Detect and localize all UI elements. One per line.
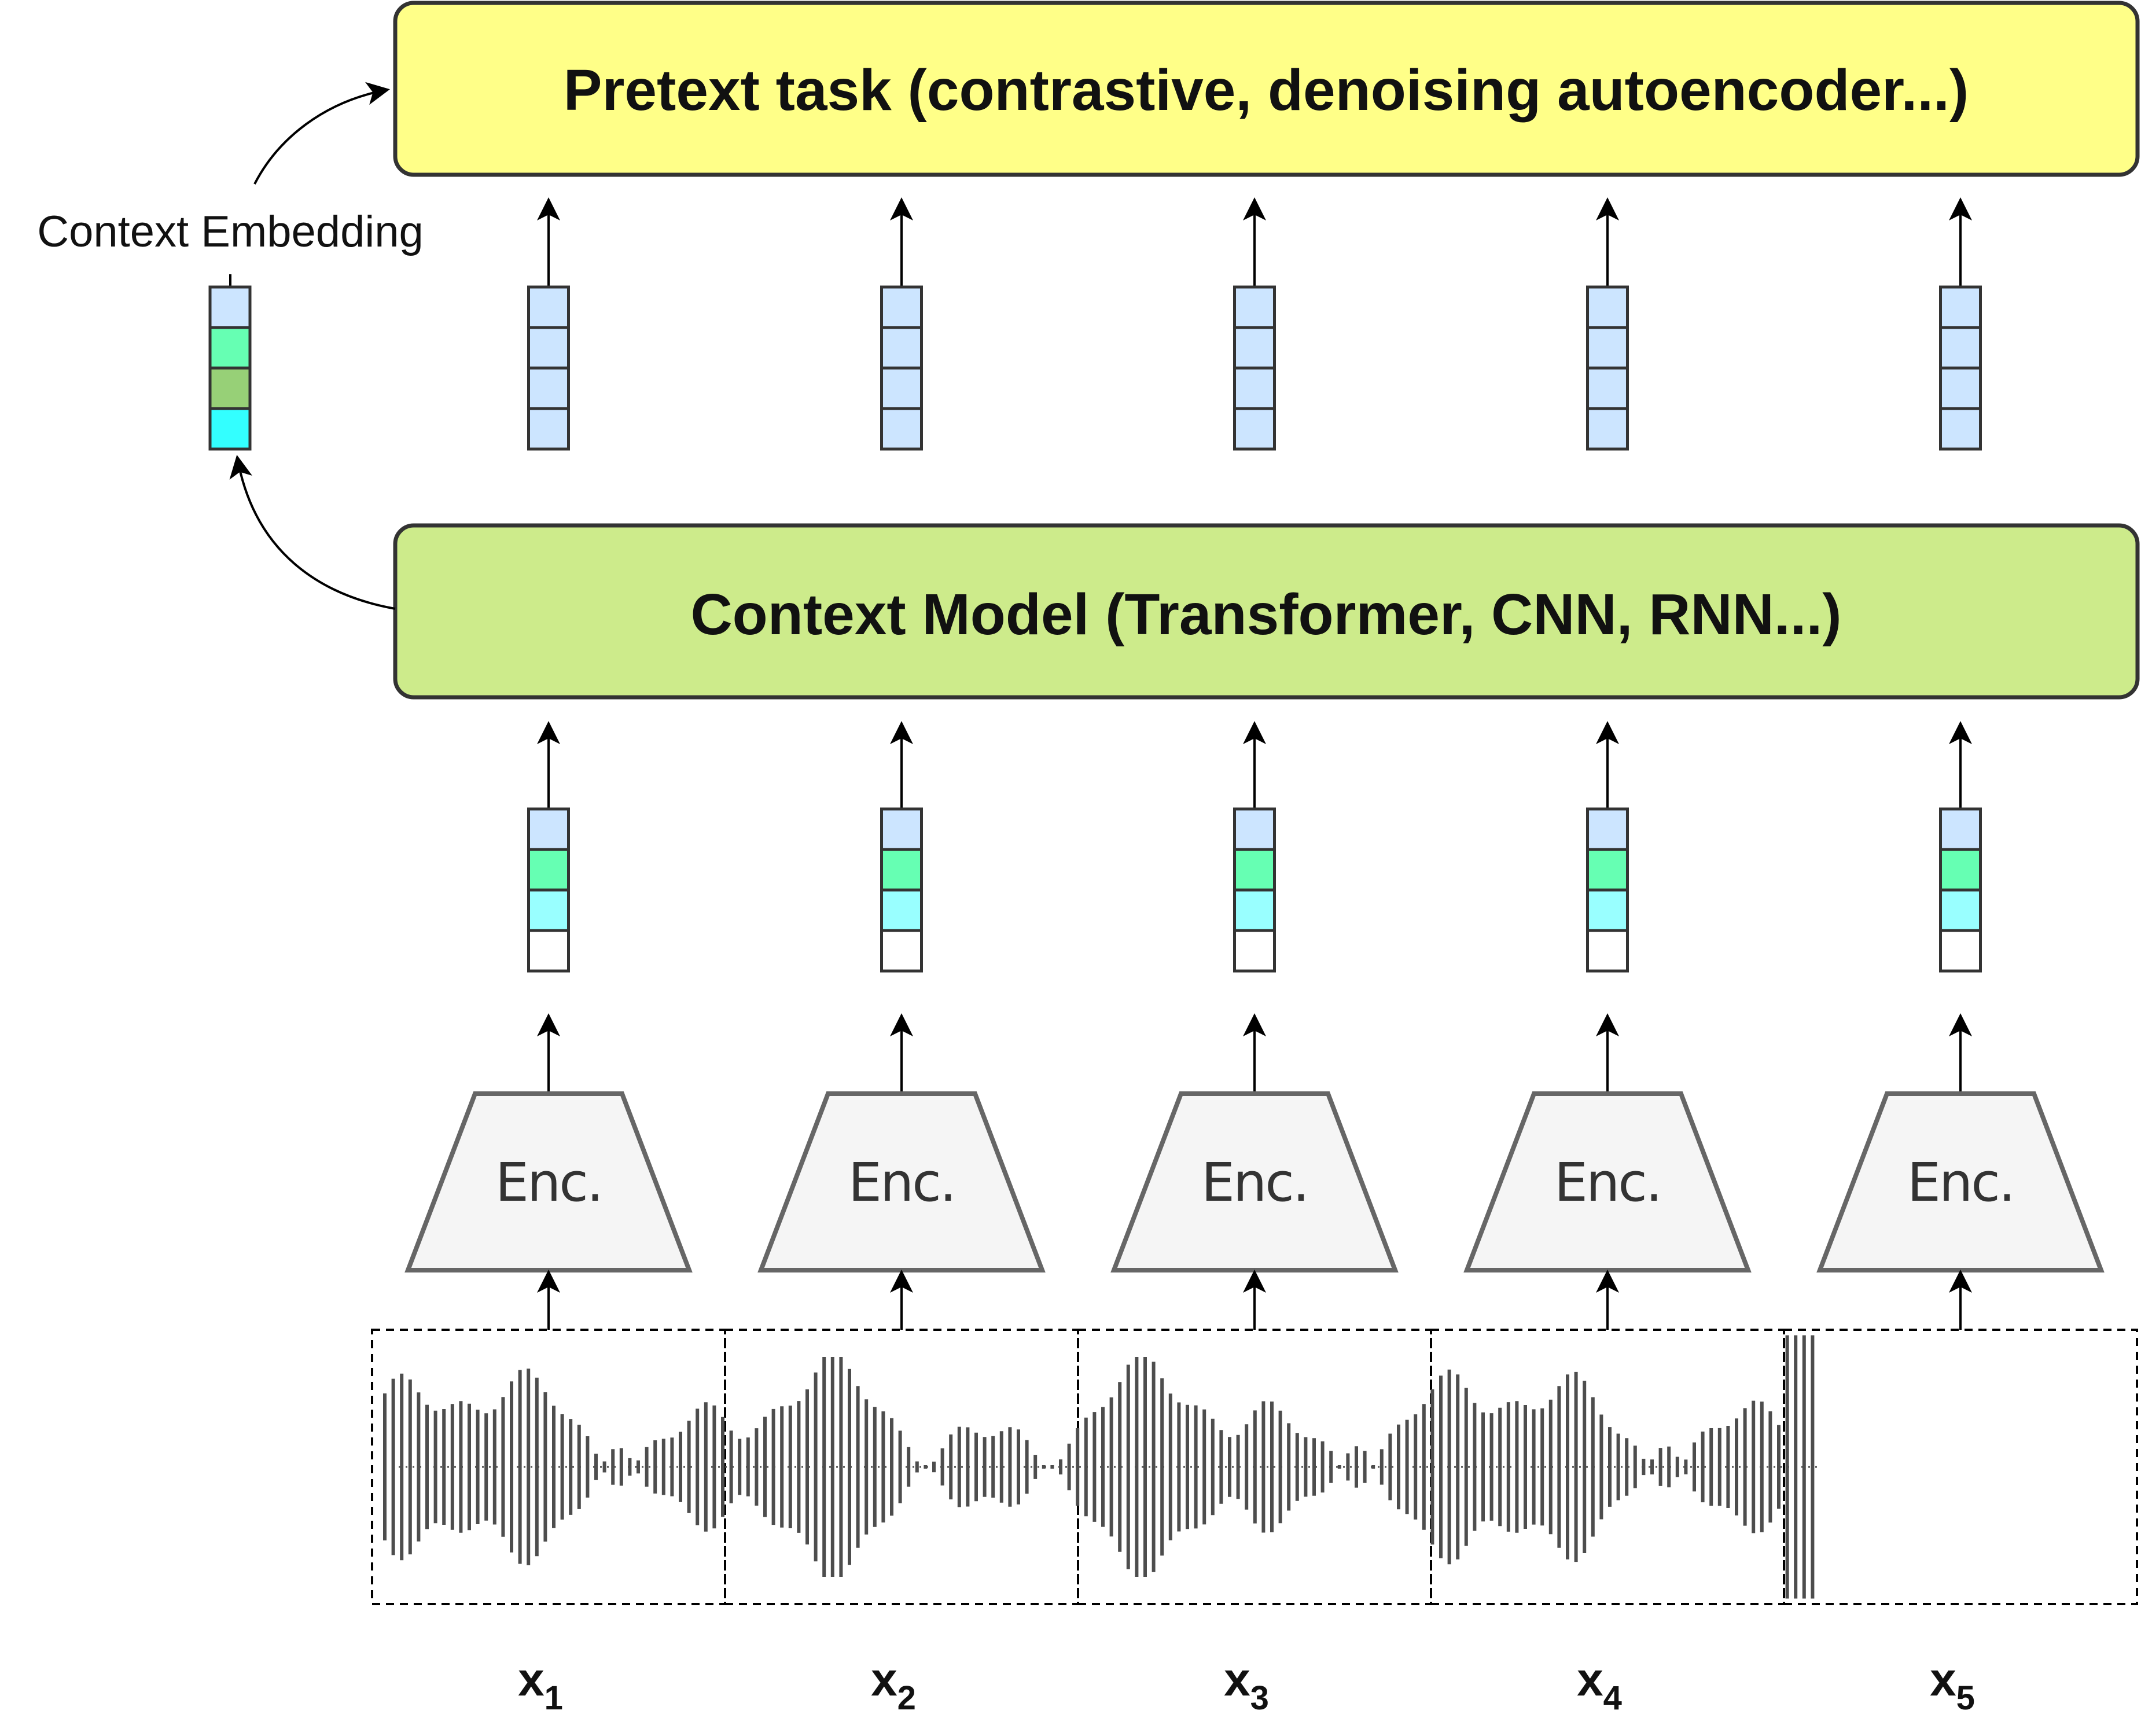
feature-cell [1586,807,1629,851]
feature-cell [880,888,923,932]
context-output-cell [880,326,923,370]
feature-cell [1586,888,1629,932]
feature-cell [1586,929,1629,973]
column-2: Enc. x2 [724,197,1079,1717]
context-embedding-vector [208,285,252,451]
encoder-label: Enc. [1554,1152,1661,1213]
input-label: x1 [518,1653,563,1717]
context-to-embedding-arrow [229,455,396,610]
feature-cell [880,848,923,892]
encoder-block [1110,1091,1399,1272]
feature-cell [1233,888,1276,932]
context-output-cell [1586,326,1629,370]
encoder-block [757,1091,1046,1272]
context-model-label: Context Model (Transformer, CNN, RNN...) [690,582,1841,647]
context-output-cell [1233,326,1276,370]
context-output-cell [1233,366,1276,410]
context-output-cell [1586,407,1629,451]
audio-waveform [383,1335,1817,1599]
feature-cell [1939,888,1982,932]
input-label: x3 [1224,1653,1269,1717]
input-segment-box [1783,1329,2138,1605]
feature-cell [527,888,570,932]
input-label: x2 [871,1653,916,1717]
feature-cell [1939,848,1982,892]
context-output-cell [1586,285,1629,329]
context-output-cell [1939,407,1982,451]
context-model-box: Context Model (Transformer, CNN, RNN...) [393,523,2140,700]
encoder-block [404,1091,693,1272]
context-embedding-label: Context Embedding [37,207,424,256]
feature-cell [1233,929,1276,973]
context-output-cell [1939,285,1982,329]
context-output-cell [1233,407,1276,451]
input-label: x5 [1930,1653,1975,1717]
context-output-cell [880,407,923,451]
feature-cell [1939,807,1982,851]
context-output-cell [1939,366,1982,410]
column-3: Enc. x3 [1077,197,1432,1717]
embedding-cell [208,407,252,451]
embedding-cell [208,326,252,370]
context-output-cell [527,285,570,329]
input-label: x4 [1577,1653,1622,1717]
embedding-to-pretext-arrow [253,82,390,185]
embedding-cell [208,285,252,329]
context-output-cell [527,326,570,370]
column-1: Enc. x1 [371,197,726,1717]
feature-cell [527,807,570,851]
encoder-label: Enc. [495,1152,602,1213]
context-output-cell [1939,326,1982,370]
feature-cell [1939,929,1982,973]
context-output-cell [880,285,923,329]
context-output-cell [527,407,570,451]
encoder-label: Enc. [1907,1152,2014,1213]
encoder-block [1816,1091,2105,1272]
context-embedding: Context Embedding [37,82,424,610]
feature-cell [880,929,923,973]
feature-cell [880,807,923,851]
feature-cell [527,929,570,973]
embedding-cell [208,366,252,410]
feature-cell [527,848,570,892]
feature-cell [1586,848,1629,892]
feature-cell [1233,848,1276,892]
encoder-label: Enc. [1201,1152,1308,1213]
feature-cell [1233,807,1276,851]
column-5: Enc. x5 [1783,197,2138,1717]
encoder-label: Enc. [848,1152,955,1213]
pretext-task-label: Pretext task (contrastive, denoising aut… [564,58,1969,123]
context-output-cell [1586,366,1629,410]
context-output-cell [1233,285,1276,329]
encoder-block [1463,1091,1752,1272]
context-output-cell [527,366,570,410]
pretext-task-box: Pretext task (contrastive, denoising aut… [393,1,2140,177]
columns-layer: Enc. x1 Enc. x2 Enc. x3 Enc. x4 Enc. x5 [371,197,2138,1717]
context-output-cell [880,366,923,410]
